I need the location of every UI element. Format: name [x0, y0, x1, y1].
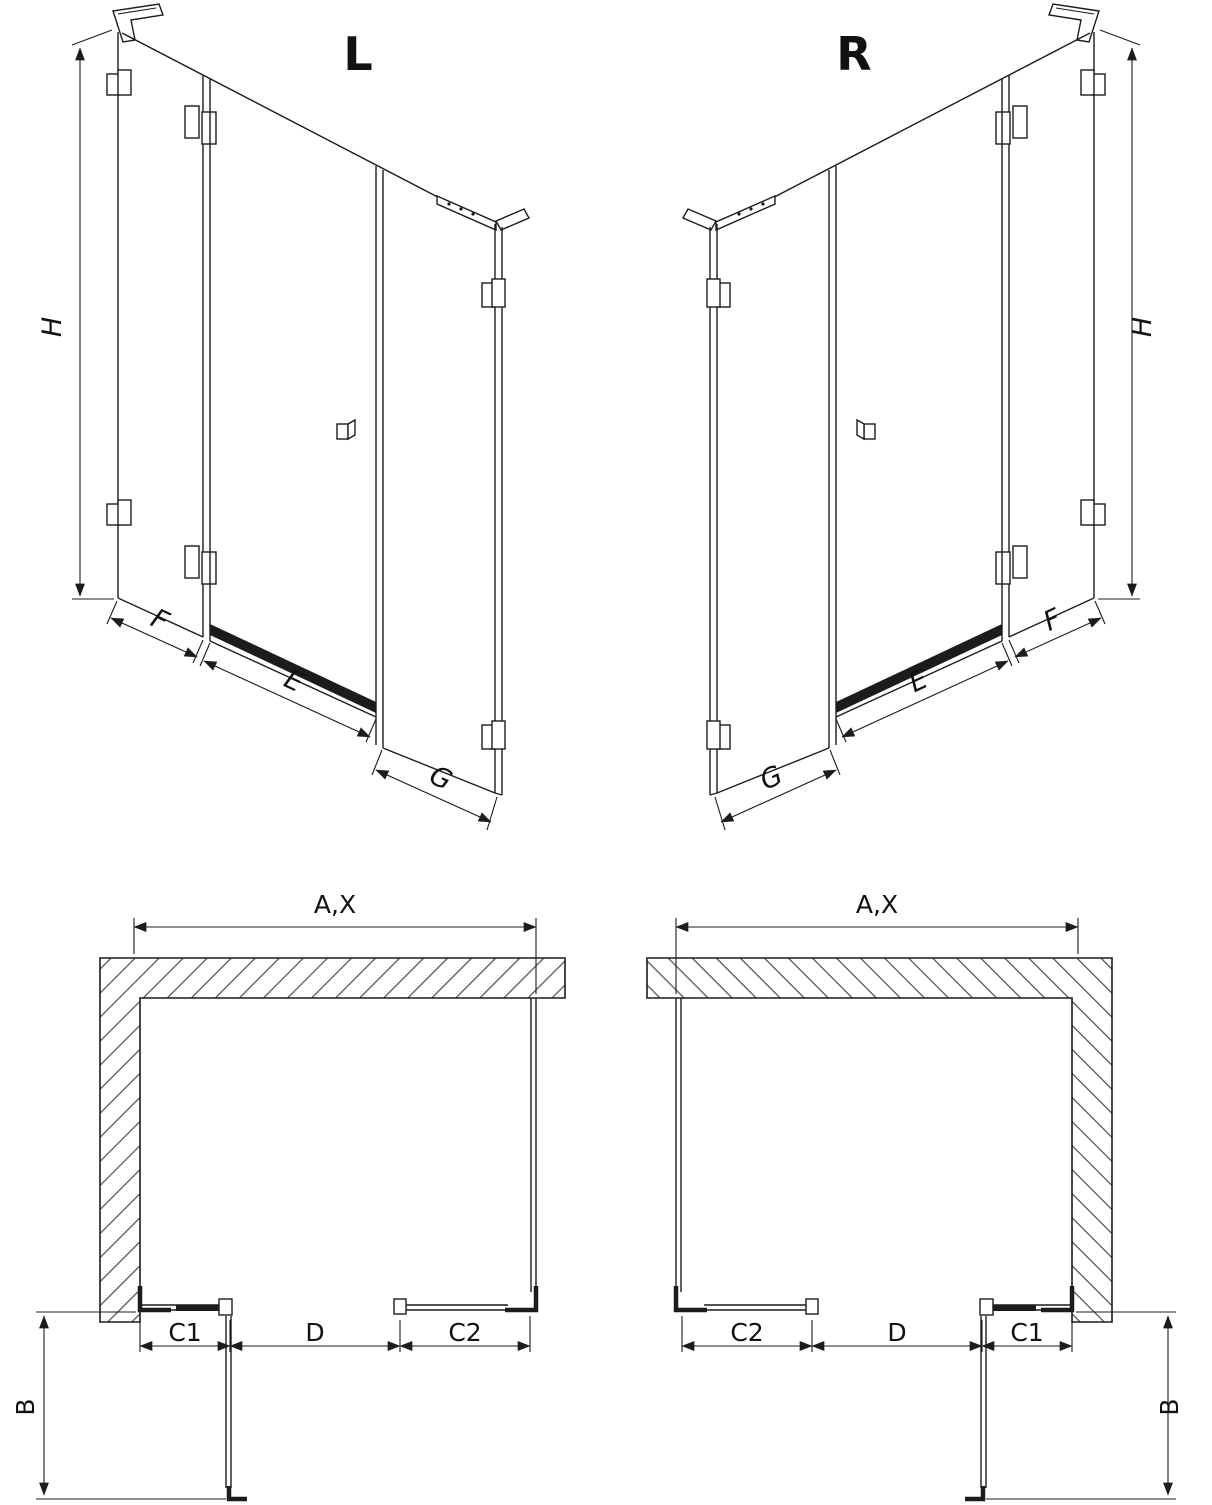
dim-label-d-right: D	[887, 1318, 906, 1347]
dim-label-f-left: F	[146, 603, 174, 638]
door-end-stop	[226, 1486, 247, 1502]
corner-bracket	[436, 194, 530, 232]
view-title-right: R	[836, 27, 871, 81]
dimension-f	[106, 600, 204, 664]
dimension-g	[371, 749, 498, 831]
wall-profile	[112, 3, 164, 43]
dim-label-h-left: H	[37, 317, 68, 337]
dim-label-ax-right: A,X	[856, 890, 898, 919]
door-hinge-icon	[218, 1298, 233, 1316]
dimension-c-chain	[139, 1316, 531, 1352]
dim-label-c2-left: C2	[448, 1318, 481, 1347]
open-door	[225, 1316, 247, 1502]
dimension-ax	[133, 918, 537, 994]
corner-post	[494, 224, 503, 796]
door-handle-icon	[336, 418, 356, 441]
dim-label-ax-left: A,X	[314, 890, 356, 919]
return-panel-plan	[530, 998, 537, 1292]
dim-label-g-right: G	[755, 760, 787, 797]
wall-hatched	[99, 957, 566, 1323]
dim-label-d-left: D	[305, 1318, 324, 1347]
front-panel-c1	[137, 1286, 219, 1313]
corner-bracket-plan	[505, 1286, 539, 1313]
front-panel-c2	[393, 1298, 508, 1315]
plan-view-right	[647, 918, 1176, 1499]
dim-label-g-left: G	[425, 760, 457, 797]
view-title-left: L	[343, 27, 372, 81]
wall-clamp	[106, 69, 132, 526]
dim-label-c2-right: C2	[730, 1318, 763, 1347]
door-panel-e	[209, 79, 384, 748]
hinge	[184, 105, 217, 585]
iso-view-left	[71, 3, 530, 831]
dimension-e	[199, 642, 377, 743]
dim-label-b-left: B	[11, 1398, 40, 1415]
dim-label-h-right: H	[1127, 317, 1158, 337]
iso-view-right	[683, 4, 1140, 830]
dimension-b	[36, 1311, 226, 1500]
top-rail	[121, 32, 456, 207]
plan-view-left	[36, 918, 566, 1502]
post-clamp	[481, 278, 506, 750]
dim-label-c1-left: C1	[168, 1318, 201, 1347]
dim-label-f-right: F	[1039, 603, 1067, 638]
dim-label-b-right: B	[1155, 1398, 1184, 1415]
dimension-h	[71, 29, 114, 600]
hinge-icon	[393, 1298, 407, 1315]
dim-label-c1-right: C1	[1010, 1318, 1043, 1347]
